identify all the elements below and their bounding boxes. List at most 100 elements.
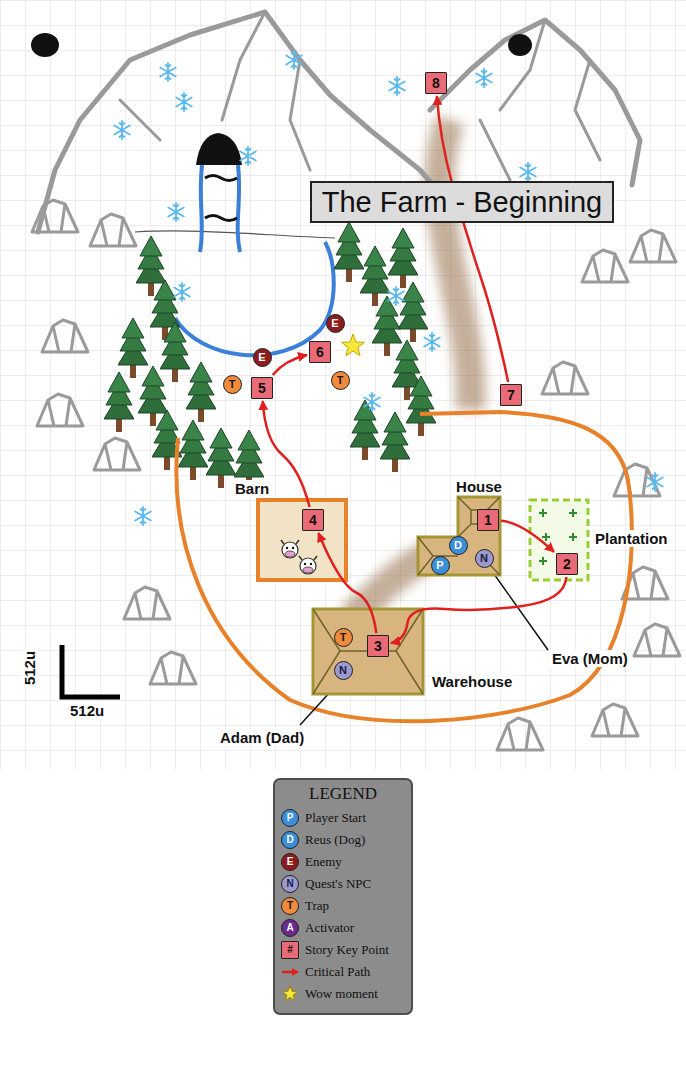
marker-letter: T: [337, 375, 344, 386]
house-outline: [418, 497, 500, 575]
pine-tree: [334, 222, 364, 282]
mountains: [38, 12, 640, 232]
legend-row: E Enemy: [281, 851, 405, 873]
legend-row: A Activator: [281, 917, 405, 939]
wow-star: [342, 334, 365, 356]
key-point-number: 4: [309, 513, 317, 527]
legend-row: #Story Key Point: [281, 939, 405, 961]
trap-marker: T: [331, 371, 350, 390]
pine-tree: [186, 362, 216, 422]
cave-entrance: [196, 133, 242, 165]
legend-text: Activator: [305, 920, 354, 936]
snowflake: [114, 121, 130, 139]
roof-lines: [313, 609, 423, 694]
pine-tree: [360, 246, 390, 306]
key-point-number: 6: [316, 345, 324, 359]
star-sample: [281, 985, 299, 1003]
critical-path-arrow: [273, 355, 307, 375]
snowflake: [160, 63, 176, 81]
star-shape: [282, 986, 297, 1001]
story-key-point: 7: [500, 384, 522, 406]
building-label: House: [454, 478, 504, 496]
building-label: Barn: [233, 480, 271, 498]
map-title: The Farm - Beginning: [322, 185, 602, 219]
legend-row: DReus (Dog): [281, 829, 405, 851]
snowflake: [168, 203, 184, 221]
marker-letter: E: [331, 318, 338, 329]
legend-swatch: N: [281, 875, 299, 893]
rock-pile: [124, 587, 170, 619]
snowflake: [520, 163, 536, 181]
snowflake: [389, 77, 405, 95]
roof-lines: [418, 497, 500, 575]
paper-grid: [0, 0, 686, 770]
big-mountain-ridges: [120, 12, 310, 170]
pine-tree: [380, 412, 410, 472]
legend-row: Critical Path: [281, 961, 405, 983]
plantation-outline: [530, 500, 588, 580]
pine-tree: [406, 376, 436, 436]
story-key-point: 2: [556, 553, 578, 575]
map-label-text: Adam (Dad): [218, 729, 306, 746]
lake-shore: [175, 242, 334, 355]
plateau-edge: [135, 231, 335, 238]
rock-pile: [32, 200, 78, 232]
map-label: 512u: [21, 649, 39, 687]
key-point-number: 2: [563, 557, 571, 571]
forest: [104, 222, 436, 490]
warehouse-building: WarehouseT3N: [310, 605, 510, 700]
snowflake: [135, 507, 151, 525]
rock-pile: [634, 624, 680, 656]
story-key-point: 8: [425, 72, 447, 94]
arrow-head: [292, 968, 299, 976]
legend-swatch: E: [281, 853, 299, 871]
pine-tree: [350, 400, 380, 460]
key-point-number: 7: [507, 388, 515, 402]
legend-swatch: D: [281, 831, 299, 849]
legend-letter: D: [286, 835, 293, 845]
marker-letter: D: [454, 540, 462, 551]
legend-swatch: P: [281, 809, 299, 827]
map-label-text: Eva (Mom): [550, 650, 630, 667]
marker-letter: T: [229, 379, 236, 390]
snowflake: [176, 93, 192, 111]
pine-tree: [118, 318, 148, 378]
ally-marker: D: [449, 536, 468, 555]
rocks: [32, 200, 680, 750]
key-point-number: 5: [258, 381, 266, 395]
enemy-marker: E: [253, 348, 272, 367]
legend-text: Enemy: [305, 854, 342, 870]
legend-text: Wow moment: [305, 986, 378, 1002]
legend-swatch: [281, 963, 299, 981]
legend-text: Story Key Point: [305, 942, 389, 958]
north-road: [440, 120, 471, 410]
rock-pile: [497, 718, 543, 750]
waterfall-foam: [205, 176, 237, 221]
legend-letter: N: [286, 879, 293, 889]
legend-swatch: T: [281, 897, 299, 915]
pine-tree: [178, 420, 208, 480]
building-name: House: [454, 478, 504, 495]
pine-tree: [104, 372, 134, 432]
legend-swatch: A: [281, 919, 299, 937]
building-name: Warehouse: [430, 673, 514, 690]
rock-pile: [90, 214, 136, 246]
trap-marker: T: [223, 375, 242, 394]
legend-text: Player Start: [305, 810, 366, 826]
rock-pile: [630, 230, 676, 262]
plantation-field: Plantation 2: [526, 495, 676, 585]
pine-tree: [160, 322, 190, 382]
ally-marker: P: [431, 556, 450, 575]
marker-letter: E: [258, 352, 265, 363]
marker-letter: T: [340, 632, 347, 643]
barn-outline: [258, 500, 346, 580]
legend-swatch: [281, 985, 299, 1003]
warehouse-outline: [313, 609, 423, 694]
marker-letter: N: [339, 665, 347, 676]
rock-pile: [582, 250, 628, 282]
arrow-sample: [281, 963, 299, 981]
snowflake: [647, 473, 663, 491]
building-name: Plantation: [593, 530, 670, 547]
legend-box: LEGENDPPlayer StartDReus (Dog)EEnemyNQue…: [273, 778, 413, 1015]
pine-tree: [388, 228, 418, 288]
